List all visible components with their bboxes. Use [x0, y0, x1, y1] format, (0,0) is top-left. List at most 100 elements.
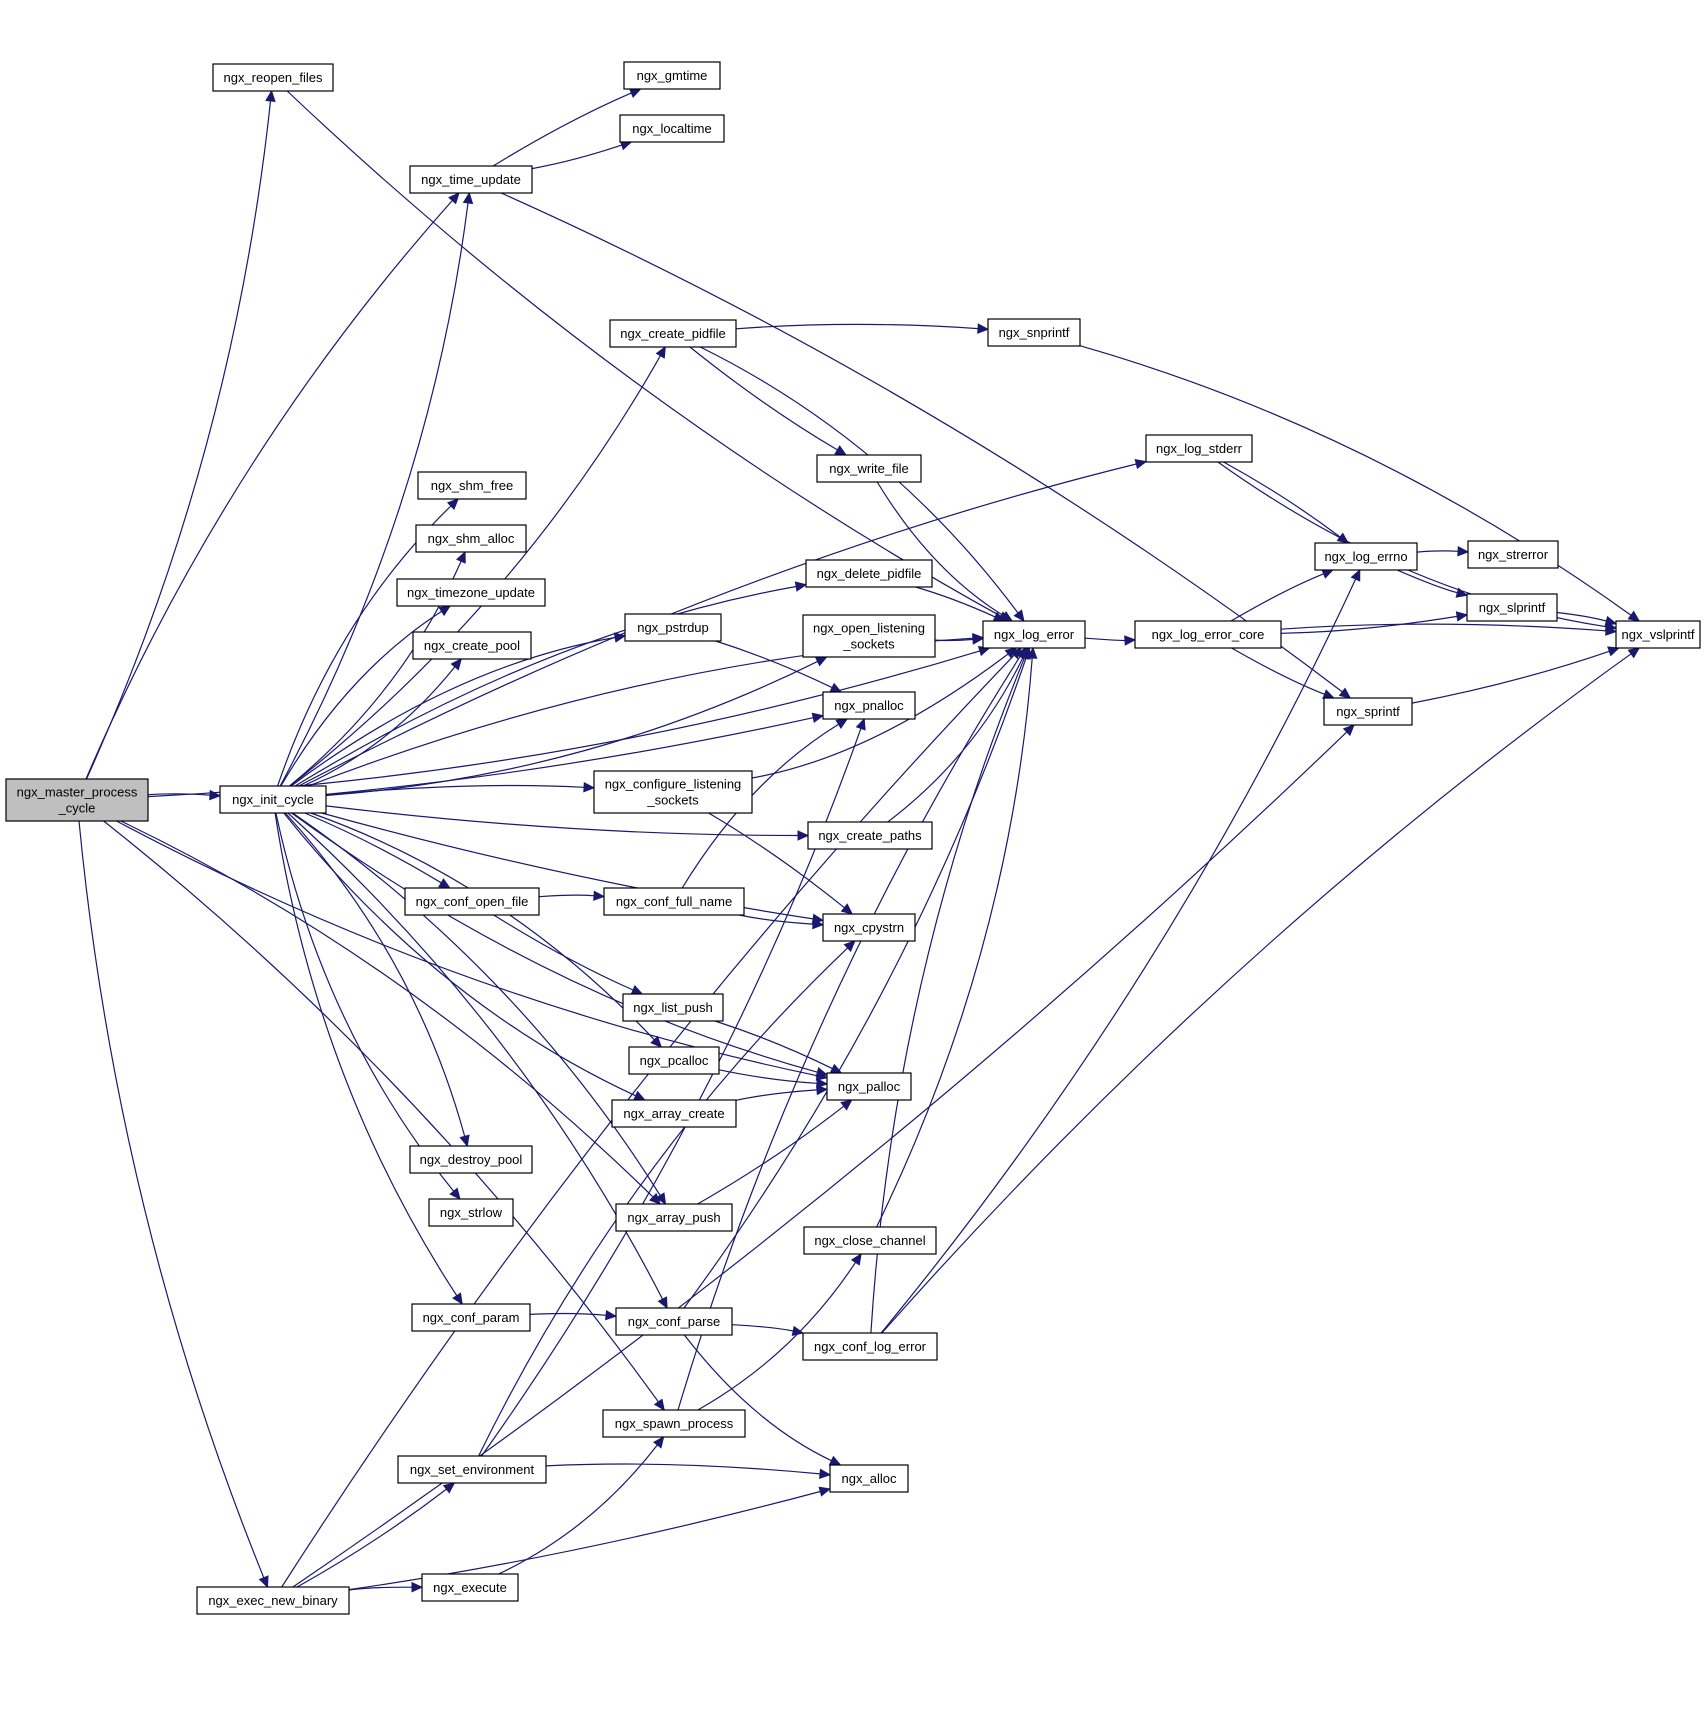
node-label: ngx_shm_free — [431, 478, 513, 493]
node-box — [802, 1332, 938, 1361]
node-box — [409, 165, 533, 194]
node-log-stderr[interactable]: ngx_log_stderr — [1145, 434, 1253, 463]
edge-arrowhead — [1004, 647, 1018, 659]
edge-sprintf-to-vslprintf — [1411, 646, 1620, 704]
edge-master-to-init_cycle — [147, 789, 222, 801]
node-vslprintf[interactable]: ngx_vslprintf — [1615, 620, 1701, 649]
node-delete-pidfile[interactable]: ngx_delete_pidfile — [805, 559, 933, 588]
edge-line — [120, 820, 654, 1198]
node-box — [396, 578, 546, 607]
node-snprintf[interactable]: ngx_snprintf — [987, 318, 1081, 347]
node-label: ngx_create_paths — [818, 828, 922, 843]
node-array-push[interactable]: ngx_array_push — [615, 1203, 733, 1232]
edge-arrowhead — [448, 192, 460, 205]
edge-arrowhead — [1455, 611, 1469, 622]
edge-init_cycle-to-array_create — [283, 812, 646, 1101]
node-time-update[interactable]: ngx_time_update — [409, 165, 533, 194]
node-shm-free[interactable]: ngx_shm_free — [417, 471, 527, 500]
node-box — [212, 63, 334, 92]
node-label: ngx_conf_parse — [628, 1314, 721, 1329]
node-conf-open-file[interactable]: ngx_conf_open_file — [404, 887, 540, 916]
edge-master-to-reopen_files — [85, 89, 276, 780]
node-box — [196, 1586, 350, 1615]
edge-reopen_files-to-log_error — [286, 90, 1011, 622]
edge-arrowhead — [812, 918, 825, 930]
node-configure-listening[interactable]: ngx_configure_listening_sockets — [593, 770, 753, 814]
node-close-channel[interactable]: ngx_close_channel — [803, 1226, 937, 1255]
node-box — [807, 821, 933, 850]
node-set-environment[interactable]: ngx_set_environment — [397, 1455, 547, 1484]
node-box — [5, 778, 149, 822]
edge-set_environment-to-cpystrn — [478, 940, 856, 1457]
edge-layer — [78, 88, 1641, 1593]
edge-execute-to-spawn_process — [498, 1436, 665, 1575]
edge-line — [275, 812, 455, 1192]
edge-spawn_process-to-log_error — [677, 646, 1027, 1411]
edge-line — [284, 812, 466, 1137]
edge-arrowhead — [797, 830, 810, 841]
node-gmtime[interactable]: ngx_gmtime — [623, 61, 721, 90]
node-exec-new-binary[interactable]: ngx_exec_new_binary — [196, 1586, 350, 1615]
node-conf-parse[interactable]: ngx_conf_parse — [615, 1307, 733, 1336]
node-master[interactable]: ngx_master_process_cycle — [5, 778, 149, 822]
node-init-cycle[interactable]: ngx_init_cycle — [219, 785, 327, 814]
node-pcalloc[interactable]: ngx_pcalloc — [628, 1046, 720, 1075]
node-box — [622, 993, 724, 1022]
node-label: ngx_pnalloc — [834, 698, 904, 713]
node-execute[interactable]: ngx_execute — [421, 1573, 519, 1602]
node-conf-log-error[interactable]: ngx_conf_log_error — [802, 1332, 938, 1361]
node-spawn-process[interactable]: ngx_spawn_process — [602, 1409, 746, 1438]
node-box — [615, 1307, 733, 1336]
node-timezone-update[interactable]: ngx_timezone_update — [396, 578, 546, 607]
node-list-push[interactable]: ngx_list_push — [622, 993, 724, 1022]
edge-line — [689, 346, 838, 451]
node-conf-full-name[interactable]: ngx_conf_full_name — [603, 887, 745, 916]
node-label: ngx_shm_alloc — [428, 531, 515, 546]
edge-init_cycle-to-pstrdup — [290, 632, 627, 787]
node-pstrdup[interactable]: ngx_pstrdup — [624, 613, 722, 642]
node-reopen-files[interactable]: ngx_reopen_files — [212, 63, 334, 92]
node-destroy-pool[interactable]: ngx_destroy_pool — [409, 1145, 533, 1174]
node-array-create[interactable]: ngx_array_create — [611, 1099, 737, 1128]
node-label: ngx_reopen_files — [223, 70, 323, 85]
node-localtime[interactable]: ngx_localtime — [619, 114, 725, 143]
node-label: ngx_spawn_process — [615, 1416, 734, 1431]
node-conf-param[interactable]: ngx_conf_param — [411, 1303, 531, 1332]
node-label: ngx_create_pool — [424, 638, 520, 653]
node-alloc[interactable]: ngx_alloc — [829, 1464, 909, 1493]
edge-log_error_core-to-vslprintf — [1280, 623, 1618, 636]
edge-arrowhead — [1013, 609, 1025, 622]
edge-line — [697, 1105, 845, 1205]
node-log-error[interactable]: ngx_log_error — [982, 620, 1086, 649]
node-label: ngx_alloc — [842, 1471, 897, 1486]
node-create-pidfile[interactable]: ngx_create_pidfile — [609, 319, 737, 348]
edge-line — [538, 894, 595, 898]
edge-init_cycle-to-conf_parse — [287, 812, 668, 1310]
node-slprintf[interactable]: ngx_slprintf — [1466, 593, 1558, 622]
node-shm-alloc[interactable]: ngx_shm_alloc — [415, 524, 527, 553]
edge-conf_full_name-to-cpystrn — [738, 914, 825, 930]
edge-arrowhead — [1627, 610, 1641, 622]
node-strlow[interactable]: ngx_strlow — [428, 1198, 514, 1227]
node-palloc[interactable]: ngx_palloc — [826, 1072, 912, 1101]
edge-arrowhead — [1134, 458, 1148, 470]
node-cpystrn[interactable]: ngx_cpystrn — [822, 913, 916, 942]
edge-line — [274, 812, 458, 1296]
node-strerror[interactable]: ngx_strerror — [1467, 540, 1559, 569]
edge-arrowhead — [816, 1084, 829, 1096]
node-open-listening[interactable]: ngx_open_listening_sockets — [802, 614, 936, 658]
node-pnalloc[interactable]: ngx_pnalloc — [822, 691, 916, 720]
edge-init_cycle-to-log_stderr — [298, 458, 1148, 787]
node-create-pool[interactable]: ngx_create_pool — [412, 631, 532, 660]
node-box — [623, 61, 721, 90]
edge-arrowhead — [1338, 687, 1352, 699]
node-label: ngx_pcalloc — [640, 1053, 709, 1068]
edge-arrowhead — [977, 323, 990, 334]
node-label: ngx_log_error_core — [1152, 627, 1265, 642]
node-sprintf[interactable]: ngx_sprintf — [1323, 697, 1413, 726]
node-write-file[interactable]: ngx_write_file — [816, 454, 922, 483]
node-log-error-core[interactable]: ngx_log_error_core — [1134, 620, 1282, 649]
node-log-errno[interactable]: ngx_log_errno — [1314, 542, 1418, 571]
node-box — [1145, 434, 1253, 463]
node-create-paths[interactable]: ngx_create_paths — [807, 821, 933, 850]
